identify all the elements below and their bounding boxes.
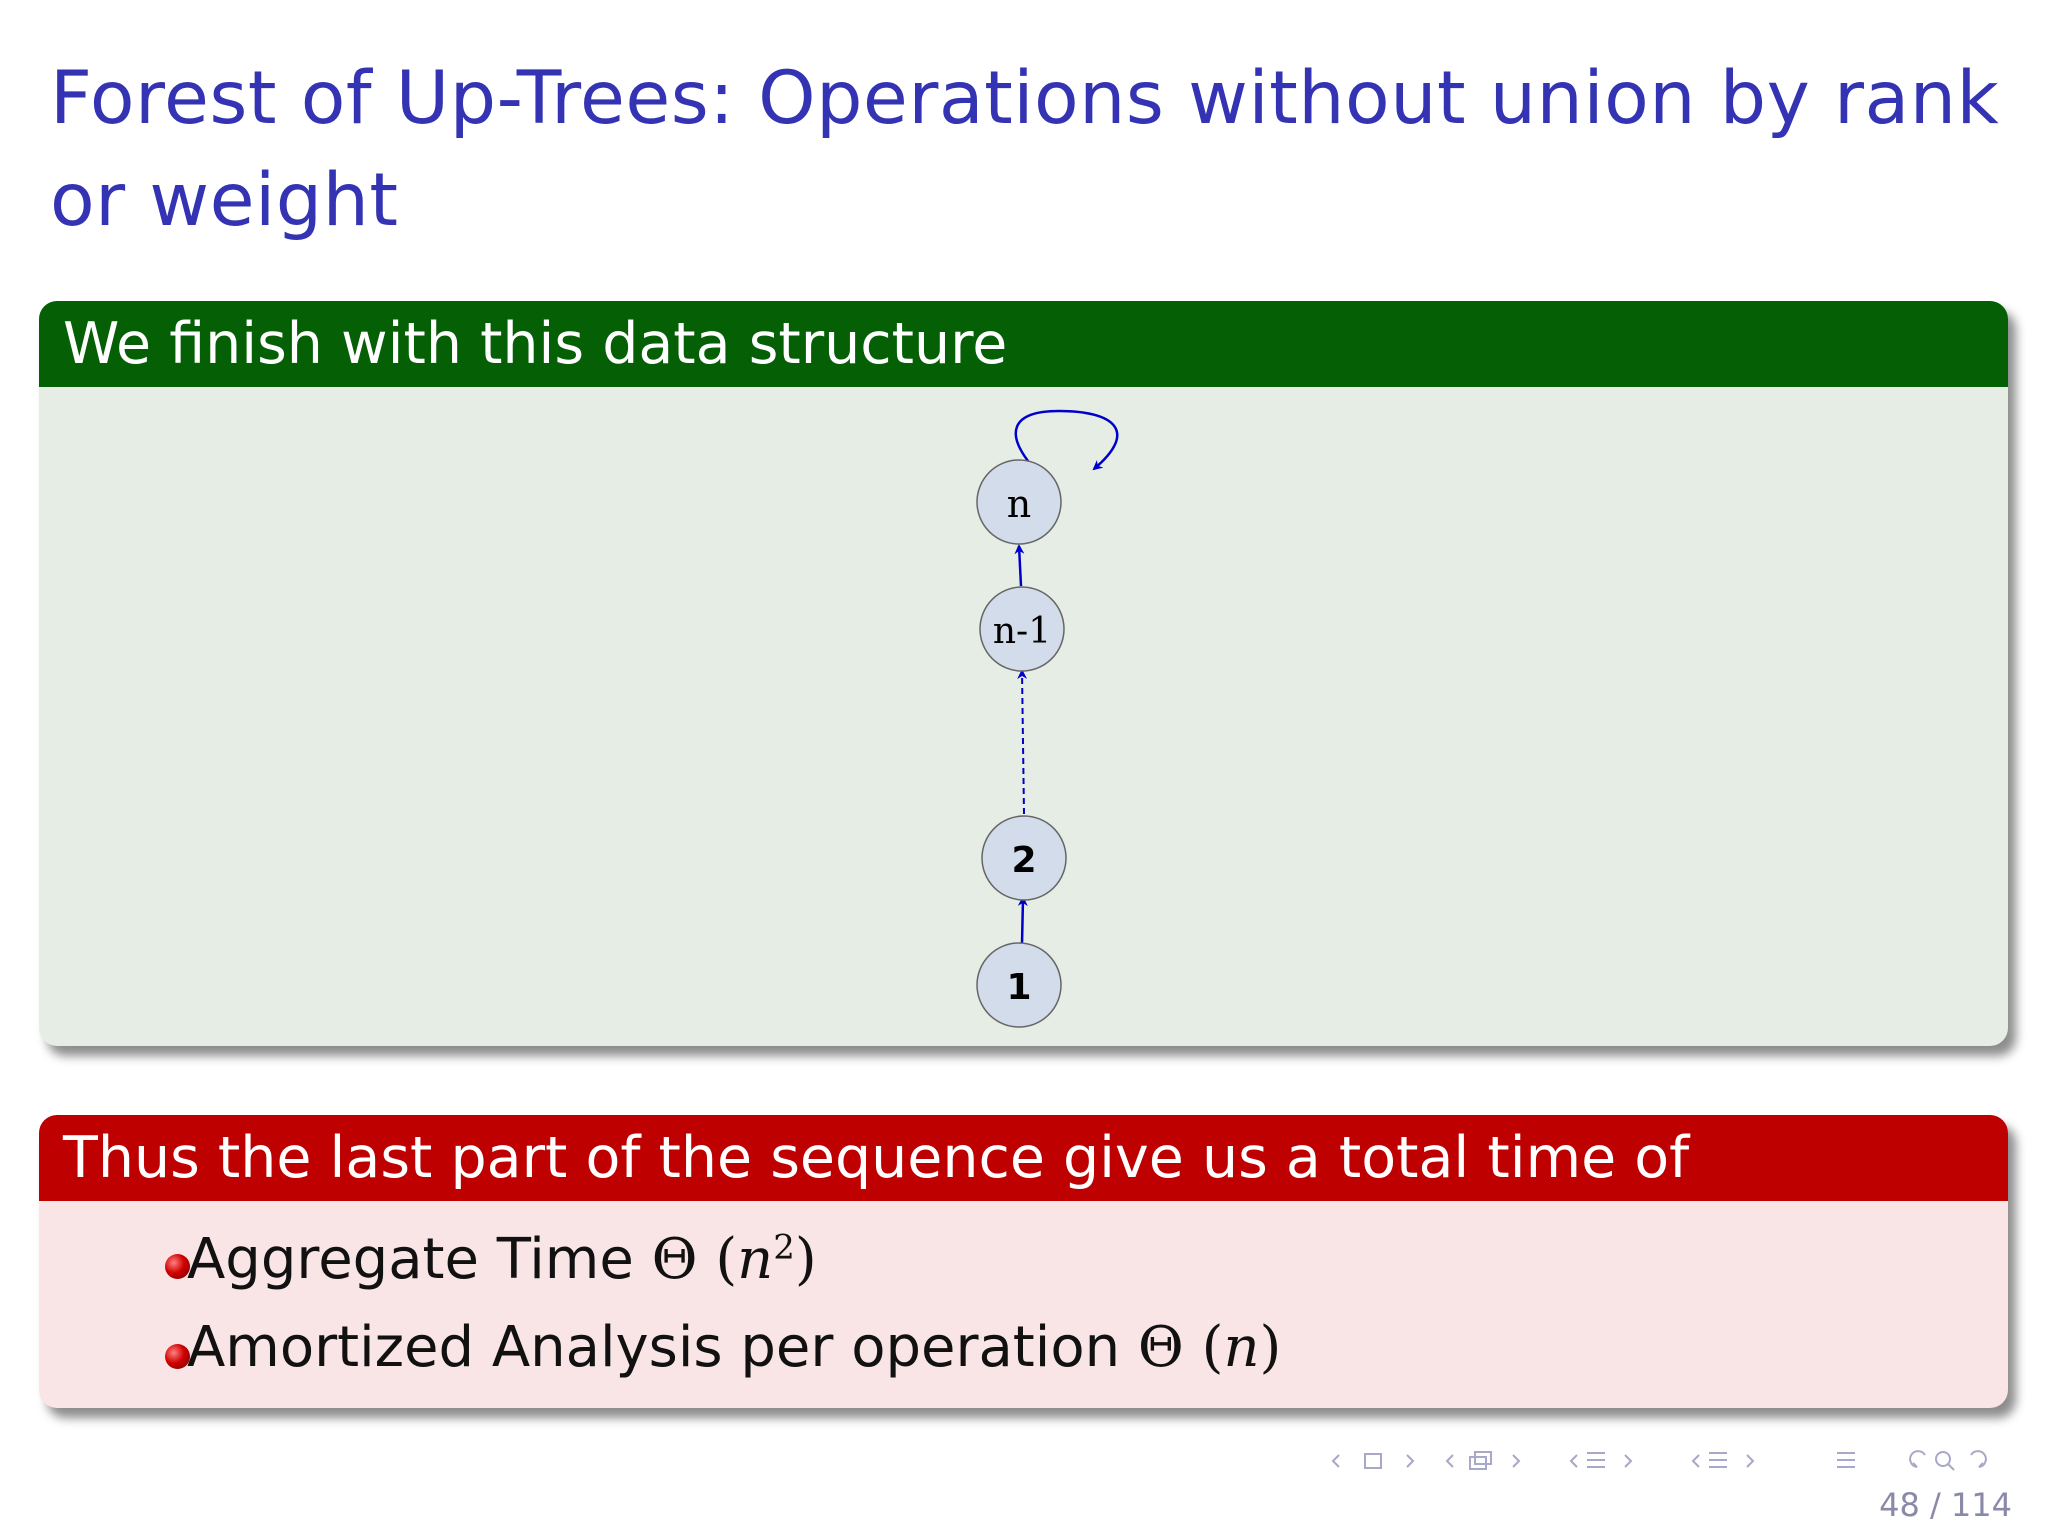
page-number: 48 / 114: [1879, 1486, 2012, 1524]
next-icon[interactable]: [1512, 1454, 1521, 1468]
section-icon[interactable]: [1587, 1452, 1605, 1468]
node-n-label: n: [1007, 482, 1031, 526]
amortized-formula: Θ (n): [1137, 1315, 1282, 1380]
subsection-icon[interactable]: [1469, 1451, 1492, 1470]
edge-1-to-2: [1017, 896, 1028, 945]
next-icon[interactable]: [1746, 1454, 1755, 1468]
forward-icon[interactable]: [1970, 1450, 1987, 1468]
finish-block-header: We finish with this data structure: [39, 301, 2008, 387]
next-icon[interactable]: [1406, 1454, 1415, 1468]
node-2-label: 2: [1011, 840, 1036, 881]
prev-icon[interactable]: [1331, 1454, 1340, 1468]
node-n-1-label: n-1: [993, 611, 1051, 652]
prev-icon[interactable]: [1445, 1454, 1454, 1468]
total-time-block-header: Thus the last part of the sequence give …: [39, 1115, 2008, 1201]
prev-icon[interactable]: [1569, 1454, 1578, 1468]
bullet-ball-icon: [165, 1344, 190, 1369]
prev-icon[interactable]: [1691, 1454, 1700, 1468]
total-time-block: Thus the last part of the sequence give …: [39, 1115, 2008, 1408]
toc-icon[interactable]: [1709, 1452, 1727, 1468]
frame-icon[interactable]: [1364, 1453, 1382, 1469]
self-loop-edge: [1014, 409, 1119, 475]
node-1: 1: [976, 942, 1062, 1028]
aggregate-formula: Θ (n2): [651, 1227, 817, 1292]
node-n-1: n-1: [979, 586, 1065, 672]
search-icon[interactable]: [1935, 1451, 1955, 1471]
beamer-navigation: [1331, 1450, 1987, 1471]
bullet-ball-icon: [165, 1254, 190, 1279]
up-tree-diagram: n n-1 2 1: [976, 409, 1119, 1028]
node-1-label: 1: [1006, 967, 1031, 1008]
node-2: 2: [981, 815, 1067, 901]
node-n: n: [976, 459, 1062, 545]
align-icon[interactable]: [1837, 1452, 1855, 1468]
amortized-label: Amortized Analysis per operation: [187, 1315, 1121, 1380]
next-icon[interactable]: [1624, 1454, 1633, 1468]
aggregate-label: Aggregate Time: [187, 1227, 634, 1292]
edge-2-to-n-1: [1017, 669, 1028, 815]
edge-n-1-to-n: [1014, 544, 1025, 587]
slide-title: Forest of Up-Trees: Operations without u…: [50, 56, 2000, 243]
back-icon[interactable]: [1909, 1450, 1926, 1468]
finish-block: We finish with this data structure n n-1…: [39, 301, 2008, 1046]
